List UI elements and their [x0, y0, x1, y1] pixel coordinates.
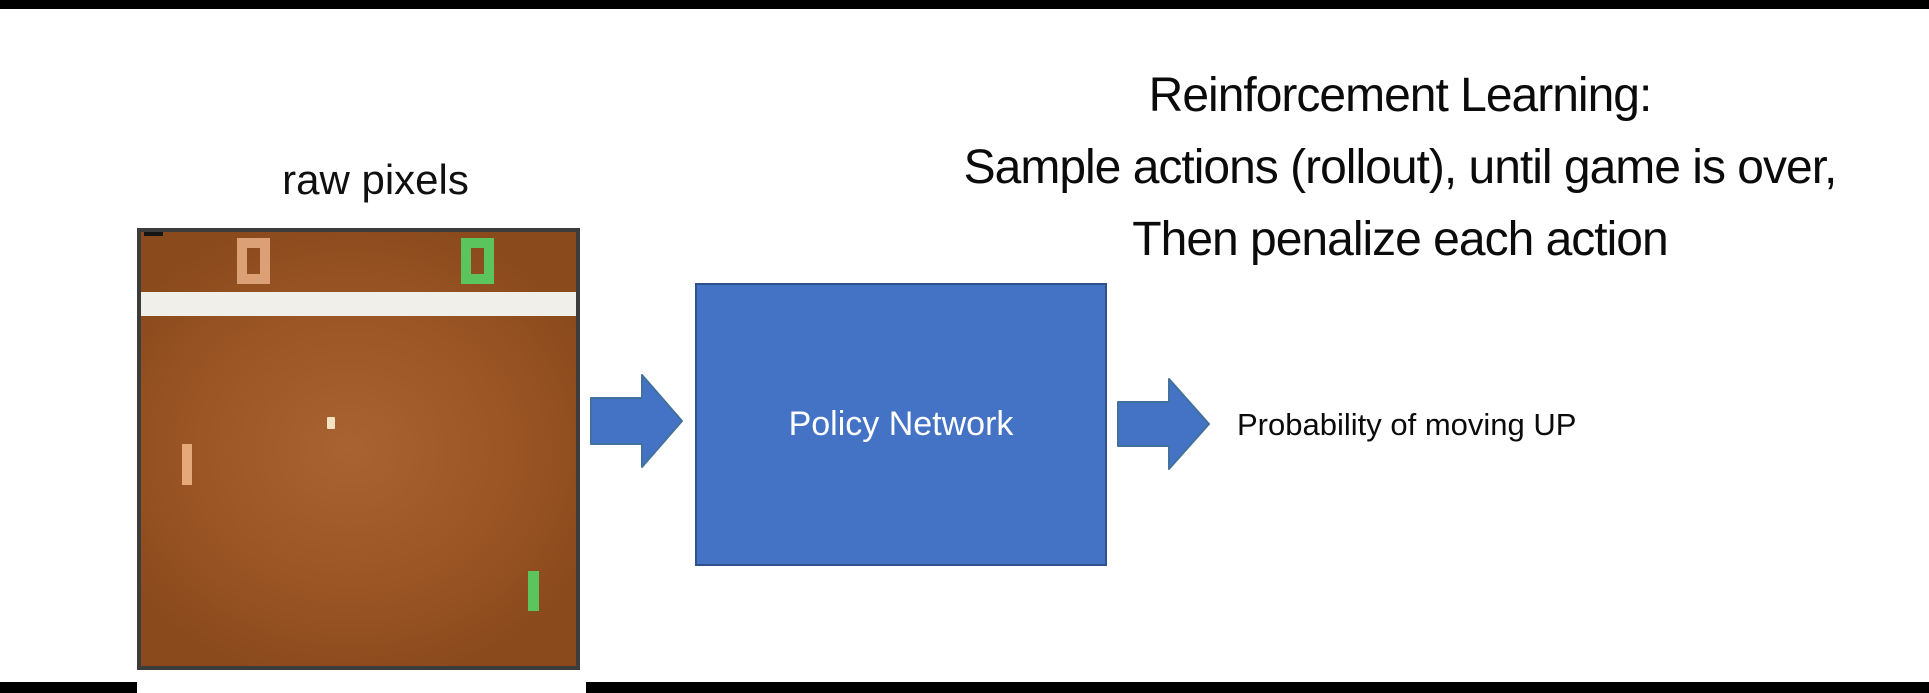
policy-network-box: Policy Network: [695, 283, 1107, 566]
left-score-zero-digit: [237, 238, 270, 284]
slide-title: Reinforcement Learning: Sample actions (…: [850, 60, 1929, 276]
output-arrow-icon: [1117, 378, 1210, 470]
pong-game-screenshot: [137, 228, 580, 670]
top-black-bar: [0, 0, 1929, 9]
game-top-left-mark: [144, 232, 163, 236]
raw-pixels-label: raw pixels: [282, 156, 469, 203]
title-line-1: Reinforcement Learning:: [1148, 69, 1653, 122]
right-score-zero-digit: [461, 238, 494, 284]
bottom-black-bar: [0, 682, 1929, 693]
title-line-3: Then penalize each action: [1132, 213, 1668, 266]
ball: [327, 417, 335, 429]
left-paddle: [182, 444, 192, 485]
probability-label: Probability of moving UP: [1237, 407, 1577, 442]
policy-network-label: Policy Network: [788, 405, 1014, 443]
court-top-line: [141, 292, 576, 316]
input-arrow-icon: [590, 374, 683, 468]
right-paddle: [528, 571, 539, 611]
title-line-2: Sample actions (rollout), until game is …: [963, 141, 1838, 194]
